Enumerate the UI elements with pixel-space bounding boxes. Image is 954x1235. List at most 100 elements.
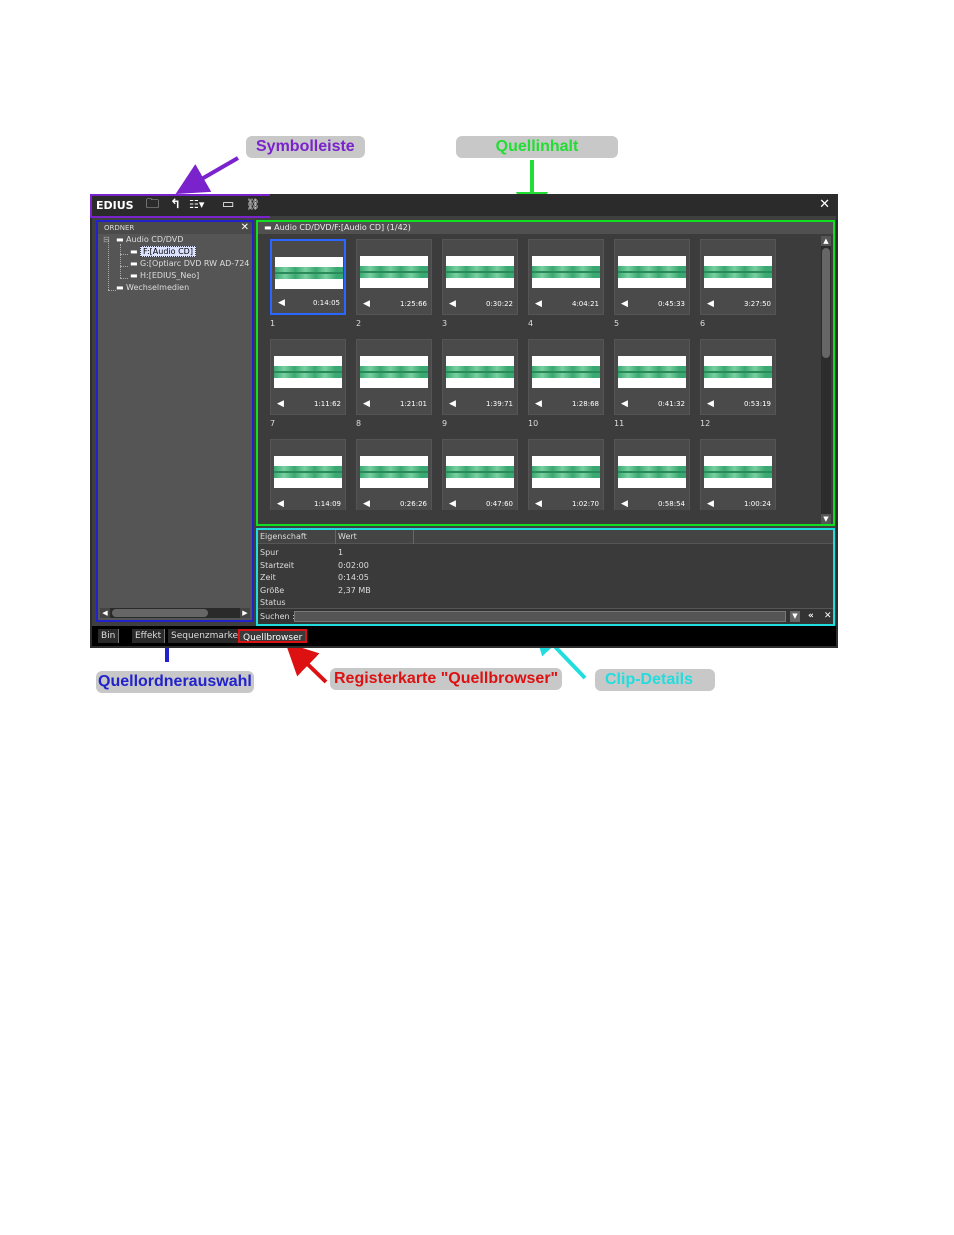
clip-duration: 1:11:62 (314, 400, 341, 408)
clip-duration: 4:04:21 (572, 300, 599, 308)
clip-thumbnail[interactable]: ◀3:27:50 (700, 239, 776, 315)
scroll-down-icon[interactable]: ▼ (821, 514, 831, 524)
scroll-up-icon[interactable]: ▲ (821, 236, 831, 246)
clip-number: 8 (356, 419, 362, 428)
tree-collapse-icon[interactable]: ⊟ (103, 235, 110, 244)
tree-item-audio-cd-dvd[interactable]: ▬Audio CD/DVD (116, 235, 184, 244)
close-icon[interactable]: ✕ (824, 611, 832, 621)
clip-number: 12 (700, 419, 711, 428)
waveform-icon (360, 356, 428, 388)
clip-duration: 0:58:54 (658, 500, 685, 508)
column-header-value[interactable]: Wert (336, 530, 414, 544)
tab-effekt[interactable]: Effekt (132, 629, 166, 643)
clip-thumbnail[interactable]: ◀1:14:09 (270, 439, 346, 510)
scroll-right-icon[interactable]: ▶ (240, 608, 250, 618)
clip-number: 2 (356, 319, 362, 328)
tab-bar: Bin Effekt Sequenzmarke Quellbrowser (92, 626, 836, 646)
folder-icon: ▬ (116, 235, 124, 244)
scroll-left-icon[interactable]: ◀ (100, 608, 110, 618)
waveform-icon (360, 456, 428, 488)
tab-sequenzmarke[interactable]: Sequenzmarke (168, 629, 243, 643)
tree-item-drive-h[interactable]: ▬H:[EDIUS_Neo] (130, 271, 200, 280)
folder-pane-title: ORDNER (104, 224, 135, 232)
clip-duration: 0:47:60 (486, 500, 513, 508)
clip-number: 10 (528, 419, 539, 428)
clip-duration: 0:30:22 (486, 300, 513, 308)
clip-duration: 0:41:32 (658, 400, 685, 408)
speaker-icon: ◀ (707, 499, 714, 509)
scroll-thumb[interactable] (112, 609, 208, 617)
clip-thumbnail[interactable]: ◀1:28:68 (528, 339, 604, 415)
clip-thumbnail[interactable]: ◀1:02:70 (528, 439, 604, 510)
tree-item-removable-media[interactable]: ▬Wechselmedien (116, 283, 190, 292)
window-icon[interactable]: ▭ (222, 197, 235, 212)
clip-thumbnail[interactable]: ◀ 0:30:22 (442, 239, 518, 315)
search-back-icon[interactable]: « (808, 611, 814, 621)
clip-thumbnail[interactable]: ◀1:21:01 (356, 339, 432, 415)
titlebar (268, 196, 836, 216)
folder-icon: ▬ (130, 259, 138, 268)
search-label: Suchen : (260, 612, 295, 621)
detail-value: 0:14:05 (338, 573, 369, 582)
close-icon[interactable]: ✕ (240, 222, 249, 233)
clip-thumbnail[interactable]: ◀0:45:33 (614, 239, 690, 315)
tree-item-drive-g[interactable]: ▬G:[Optiarc DVD RW AD-724 (130, 259, 250, 268)
clip-thumbnail[interactable]: ◀0:26:26 (356, 439, 432, 510)
chevron-down-icon[interactable]: ▼ (790, 611, 800, 622)
waveform-icon (618, 256, 686, 288)
speaker-icon: ◀ (449, 299, 456, 309)
content-pane-header: ▬ Audio CD/DVD/F:[Audio CD] (1/42) (258, 222, 833, 234)
source-browser-window: EDIUS 🗀 ↰ ☷▾ ▭ ⛓ ✕ ORDNER✕ ⊟ ▬Audio CD/D… (90, 194, 838, 648)
folder-selection-pane: ORDNER ✕ ⊟ ▬Audio CD/DVD ▬F:[Audio CD] ▬G… (96, 220, 254, 622)
clip-thumbnail[interactable]: ◀0:53:19 (700, 339, 776, 415)
speaker-icon: ◀ (363, 499, 370, 509)
clip-duration: 1:21:01 (400, 400, 427, 408)
callout-quellordnerauswahl: Quellordnerauswahl (96, 671, 254, 693)
scroll-thumb[interactable] (822, 248, 830, 358)
detail-property: Status (260, 598, 286, 607)
callout-quellinhalt: Quellinhalt (456, 136, 618, 158)
column-header-property[interactable]: Eigenschaft (258, 530, 336, 544)
view-mode-icon[interactable]: ☷▾ (189, 198, 205, 211)
waveform-icon (532, 456, 600, 488)
clip-thumbnail[interactable]: ◀0:47:60 (442, 439, 518, 510)
clip-thumbnail[interactable]: ◀1:25:66 (356, 239, 432, 315)
close-icon[interactable]: ✕ (819, 197, 830, 212)
arrow-registerkarte (285, 642, 328, 684)
vertical-scrollbar[interactable]: ▲ ▼ (821, 236, 831, 524)
clip-duration: 1:28:68 (572, 400, 599, 408)
speaker-icon: ◀ (707, 299, 714, 309)
toolbar (90, 194, 270, 218)
speaker-icon: ◀ (363, 299, 370, 309)
clip-thumbnail[interactable]: ◀1:00:24 (700, 439, 776, 510)
speaker-icon: ◀ (277, 499, 284, 509)
clip-thumbnail[interactable]: ◀1:11:62 (270, 339, 346, 415)
callout-clipdetails: Clip-Details (595, 669, 715, 691)
clip-thumbnail[interactable]: ◀ 0:58:54 (614, 439, 690, 510)
clip-thumbnail[interactable]: ◀4:04:21 (528, 239, 604, 315)
clip-thumbnail[interactable]: ◀1:39:71 (442, 339, 518, 415)
network-icon[interactable]: ⛓ (246, 198, 260, 211)
up-folder-icon[interactable]: ↰ (170, 197, 181, 212)
waveform-icon (274, 356, 342, 388)
detail-value: 0:02:00 (338, 560, 369, 570)
content-path-label: Audio CD/DVD/F:[Audio CD] (1/42) (274, 223, 411, 232)
detail-value: 2,37 MB (338, 585, 371, 595)
search-input[interactable] (294, 611, 786, 622)
tab-bin[interactable]: Bin (98, 629, 120, 643)
clip-thumbnail[interactable]: ◀0:14:05 (270, 239, 346, 315)
clip-thumbnail[interactable]: ◀0:41:32 (614, 339, 690, 415)
folder-icon[interactable]: 🗀 (146, 197, 160, 212)
clip-number: 3 (442, 319, 448, 328)
waveform-icon (704, 256, 772, 288)
detail-property: Zeit (260, 573, 276, 582)
horizontal-scrollbar[interactable]: ◀ ▶ (100, 608, 250, 618)
speaker-icon: ◀ (621, 499, 628, 509)
waveform-icon (446, 356, 514, 388)
clip-duration: 0:14:05 (313, 299, 340, 307)
tab-quellbrowser[interactable]: Quellbrowser (238, 629, 308, 643)
clip-duration: 0:53:19 (744, 400, 771, 408)
waveform-icon (274, 456, 342, 488)
tree-item-drive-f[interactable]: ▬F:[Audio CD] (130, 246, 196, 257)
